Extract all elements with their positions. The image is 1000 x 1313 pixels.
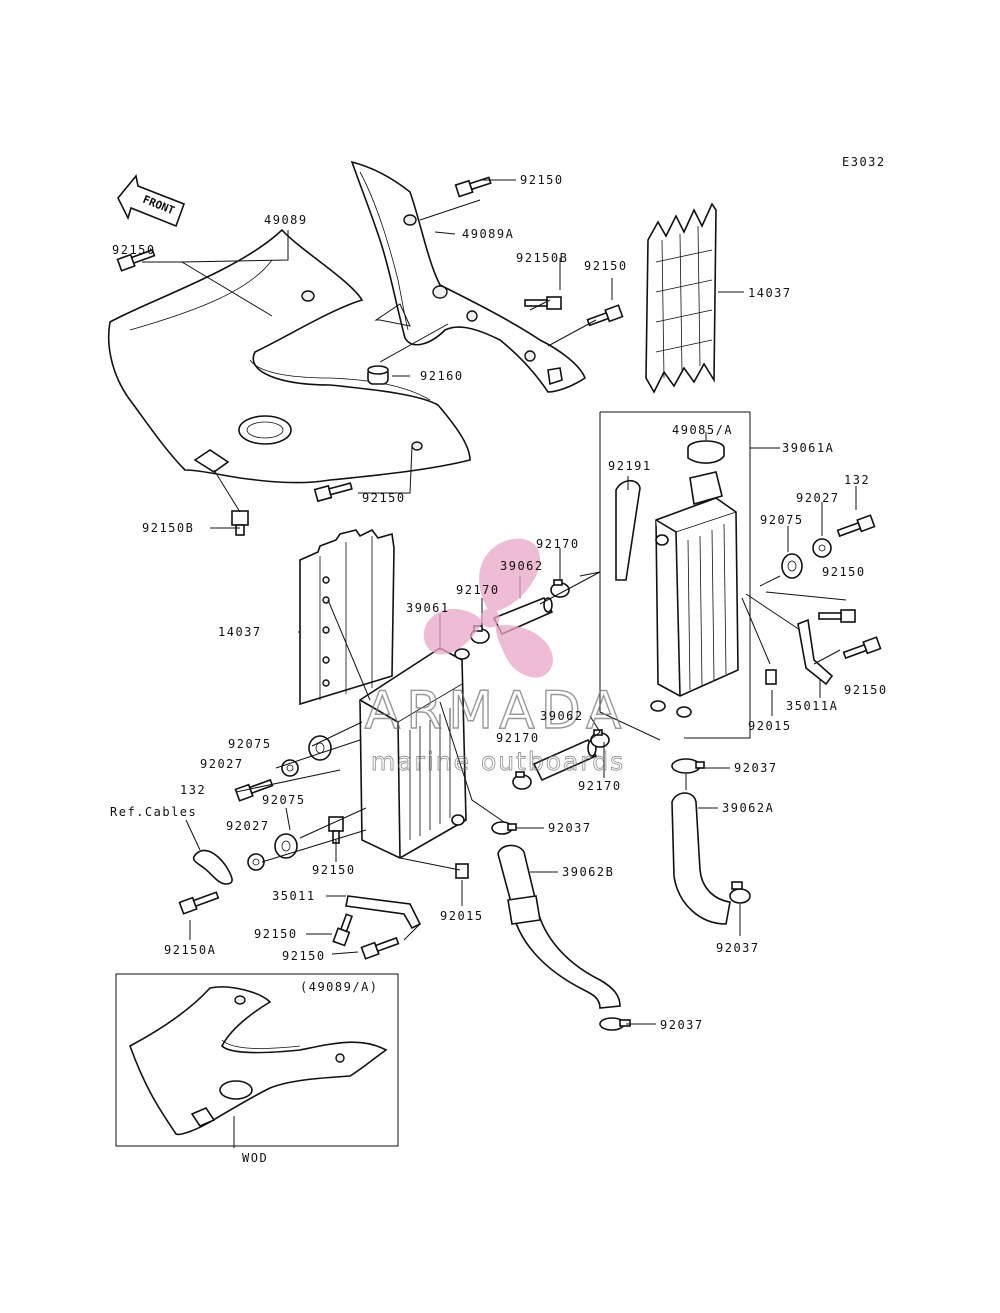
bolt-92150-c [586, 304, 624, 327]
nut-92015-right [765, 669, 777, 685]
hose-39062b-sleeve [507, 895, 541, 925]
radiator-grille-left [299, 528, 395, 706]
clamp-92037-d [599, 1017, 631, 1031]
part-label: 92037 [716, 941, 760, 955]
part-label: 39061A [782, 441, 834, 455]
part-label: 92160 [420, 369, 464, 383]
part-label: 35011A [786, 699, 838, 713]
part-label: 39062 [500, 559, 544, 573]
part-label: 92150 [112, 243, 156, 257]
bolt-92150a [178, 891, 220, 915]
front-arrow-icon: FRONT [117, 174, 186, 228]
part-label: 92150 [312, 863, 356, 877]
part-label: 92037 [660, 1018, 704, 1032]
bolt-92150b-lower [231, 510, 249, 536]
clamp-92037-b [491, 821, 517, 835]
part-label: 35011 [272, 889, 316, 903]
part-label: 92170 [496, 731, 540, 745]
part-label: 92150 [254, 927, 298, 941]
inset-caption: (49089/A) [300, 980, 379, 994]
watermark: ARMADA marine outboards [364, 538, 628, 776]
collar-92027-left-a [281, 759, 299, 777]
diagram-code: E3032 [842, 155, 886, 169]
cap-92160 [367, 365, 389, 385]
grommet-92075-left-b [274, 833, 298, 859]
part-label: 132 [180, 783, 206, 797]
clamp-92037-c [729, 881, 751, 904]
part-label: 92150 [844, 683, 888, 697]
part-label: 14037 [748, 286, 792, 300]
nut-92015-left [455, 863, 469, 879]
collar-92027-right [812, 538, 832, 558]
bolt-92150-h [332, 913, 354, 947]
part-label: 49085/A [672, 423, 733, 437]
part-label: 92027 [796, 491, 840, 505]
bolt-92150-a [116, 248, 156, 272]
part-label: 92170 [536, 537, 580, 551]
bolt-92150-d [313, 482, 353, 503]
part-label: 92075 [228, 737, 272, 751]
part-label: 92015 [440, 909, 484, 923]
inset-wod: (49089/A) WOD [115, 973, 399, 1165]
bracket-35011a [797, 618, 834, 686]
part-label: 39062B [562, 865, 614, 879]
clamp-92037-a [671, 758, 705, 774]
part-label: 92170 [456, 583, 500, 597]
part-label: 92075 [262, 793, 306, 807]
hose-39062a [671, 792, 731, 925]
radiator-shroud-left [107, 228, 471, 484]
clamp-92170-a [550, 579, 570, 598]
part-label: 92150B [516, 251, 568, 265]
part-label: 92027 [200, 757, 244, 771]
part-label: 92170 [578, 779, 622, 793]
watermark-subtitle: marine outboards [371, 747, 625, 776]
part-label: 92015 [748, 719, 792, 733]
radiator-right [650, 440, 739, 718]
bolt-92150-i [360, 936, 400, 960]
bolt-92150b-top [524, 296, 562, 310]
part-label: 92075 [760, 513, 804, 527]
part-labels: 92150 49089 92150 49089A 92150B 92150 14… [110, 173, 888, 1032]
clamp-92170-d [512, 771, 532, 790]
part-label: 92191 [608, 459, 652, 473]
part-label: 132 [844, 473, 870, 487]
part-label: 92037 [734, 761, 778, 775]
collar-92027-left-b [247, 853, 265, 871]
part-label: 92150 [362, 491, 406, 505]
inset-footer: WOD [242, 1151, 268, 1165]
part-label: 92150 [584, 259, 628, 273]
part-label: Ref.Cables [110, 805, 197, 819]
leader-lines [142, 179, 857, 1148]
bolt-132-right [836, 514, 876, 538]
part-label: 39062 [540, 709, 584, 723]
bolt-92150-b [454, 176, 492, 198]
part-label: 49089A [462, 227, 514, 241]
hose-92191 [615, 479, 641, 581]
part-label: 92150B [142, 521, 194, 535]
radiator-grille-right [645, 202, 717, 394]
propeller-logo-icon [423, 538, 553, 678]
bracket-35011 [345, 895, 422, 930]
bolt-92150-f [842, 636, 882, 660]
cable-clip [192, 849, 233, 885]
part-label: 92150A [164, 943, 216, 957]
grommet-92075-right [781, 553, 803, 579]
part-label: 92037 [548, 821, 592, 835]
bolt-92150-e [818, 609, 856, 623]
part-label: 92150 [520, 173, 564, 187]
radiator-shroud-right [350, 160, 586, 393]
part-label: 92150 [282, 949, 326, 963]
part-label: 92027 [226, 819, 270, 833]
part-label: 92150 [822, 565, 866, 579]
part-label: 49089 [264, 213, 308, 227]
part-label: 39061 [406, 601, 450, 615]
hose-39062b [497, 844, 621, 1009]
watermark-title: ARMADA [365, 681, 628, 741]
part-label: 14037 [218, 625, 262, 639]
part-label: 39062A [722, 801, 774, 815]
grommet-92075-left-a [308, 735, 332, 761]
